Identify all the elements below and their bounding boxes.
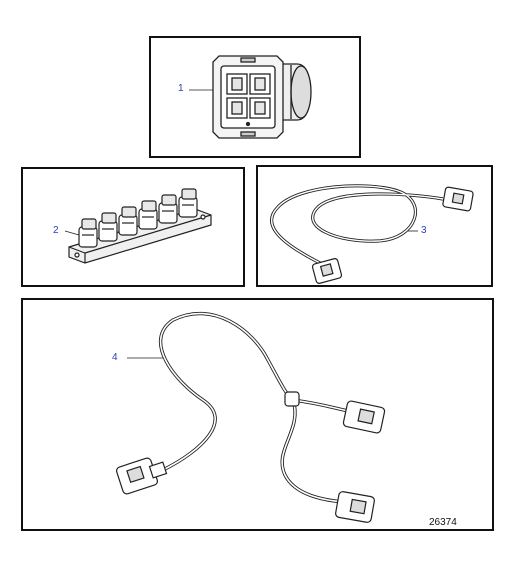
callout-4: 4	[112, 352, 118, 363]
panel-1-connector: 1	[149, 36, 361, 158]
y-harness-illustration	[115, 311, 386, 523]
callout-2: 2	[53, 225, 59, 236]
panel-4-y-harness: 4 26374	[21, 298, 494, 531]
figure-number: 26374	[429, 517, 457, 528]
short-cable-illustration	[270, 184, 474, 284]
callout-1: 1	[178, 83, 184, 94]
panel-connector-illustration	[189, 55, 312, 139]
connector-block-illustration	[64, 188, 212, 264]
panel-3-cable: 3	[256, 165, 493, 287]
panel-2-connector-block: 2	[21, 167, 245, 287]
callout-3: 3	[421, 225, 427, 236]
